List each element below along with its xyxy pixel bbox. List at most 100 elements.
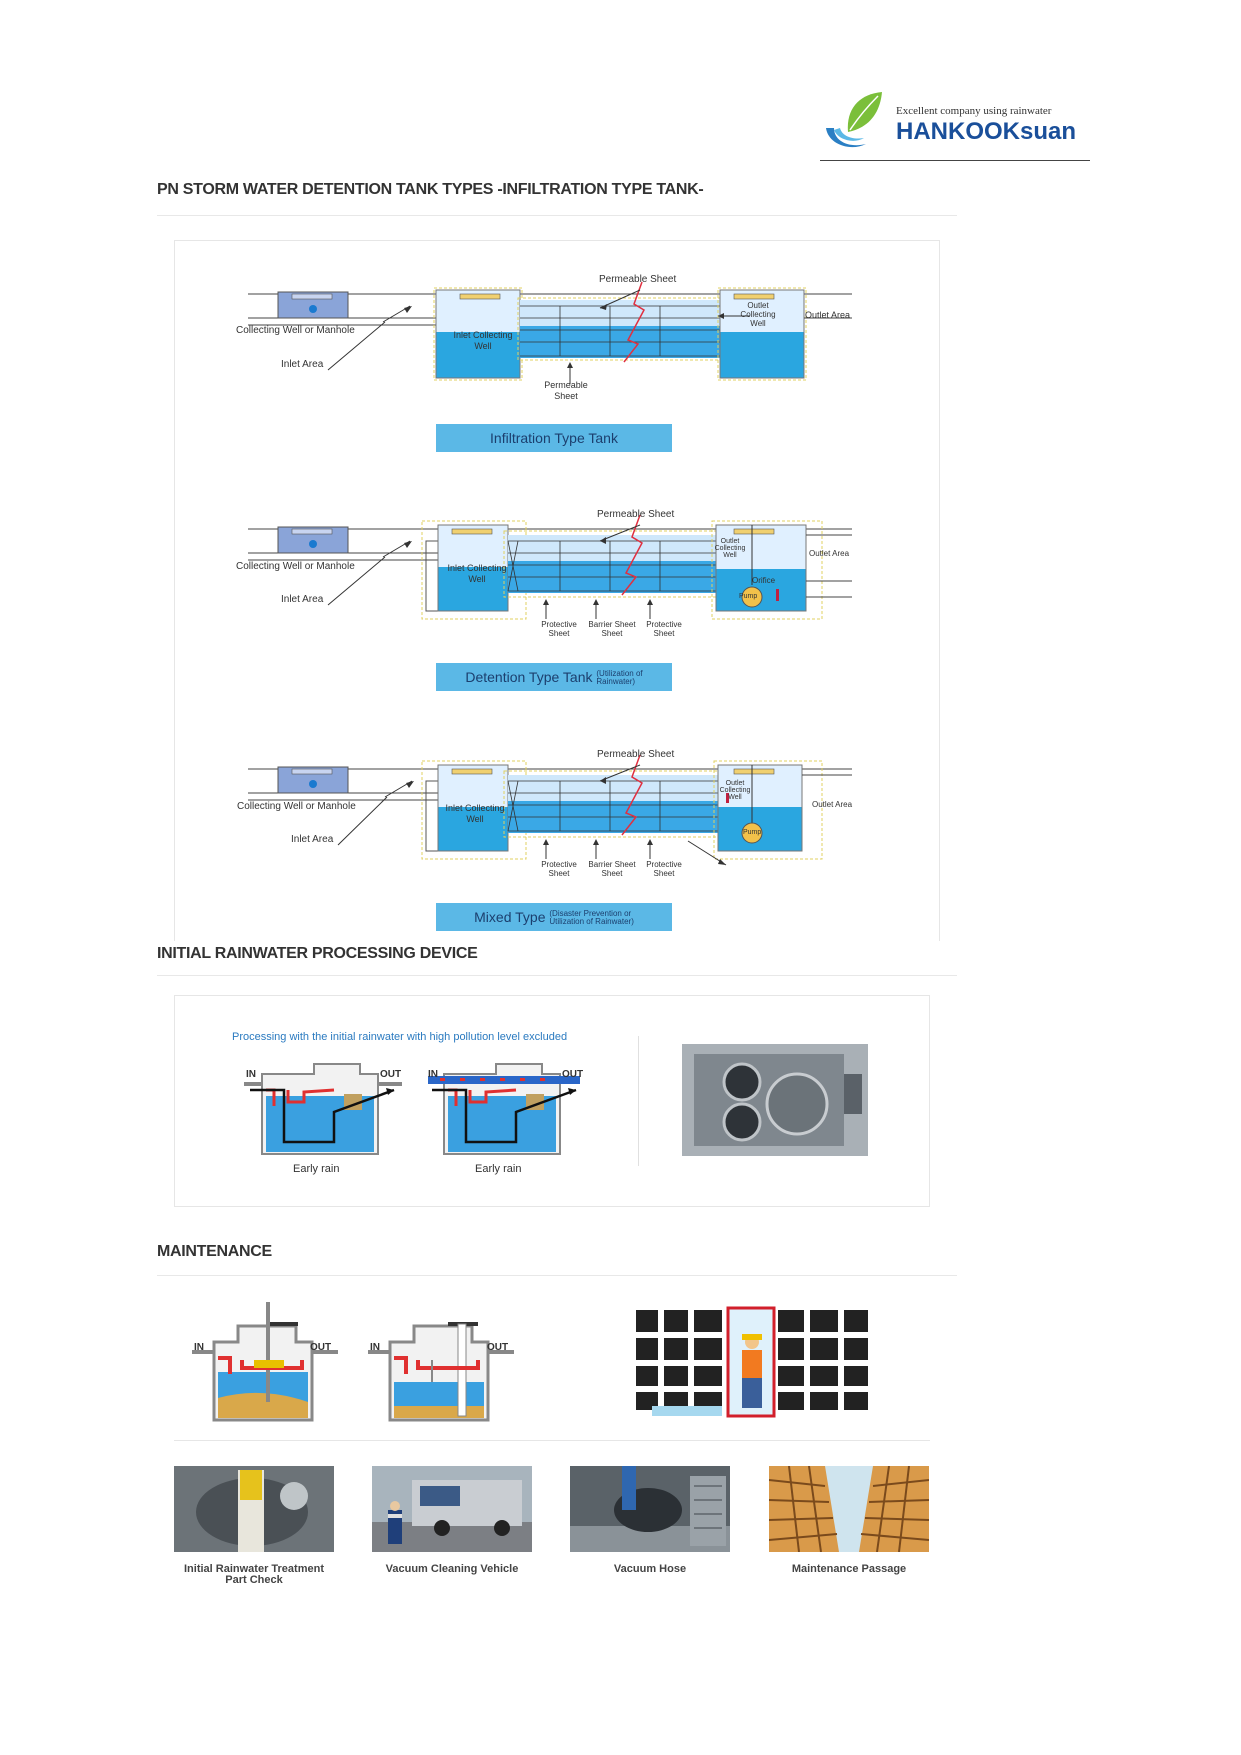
photo-maintenance-passage [769, 1466, 929, 1552]
early-rain-label-left: Early rain [293, 1163, 340, 1175]
outlet-well-line-2: Collecting [714, 545, 746, 552]
maintenance-diagram-left [192, 1302, 338, 1422]
mixed-type-diagram [248, 754, 852, 866]
barrier-line-1: Barrier Sheet [588, 860, 636, 869]
detention-tank-diagram [248, 514, 852, 620]
early-rain-label-right: Early rain [475, 1163, 522, 1175]
note-line-1: (Utilization of [596, 669, 643, 679]
section-title-tank-types: PN STORM WATER DETENTION TANK TYPES -INF… [157, 181, 704, 198]
logo-mark-icon [826, 92, 882, 148]
inlet-well-line-1: Inlet Collecting [445, 803, 505, 813]
label-outlet-area: Outlet Area [805, 310, 851, 320]
early-rain-diagram-right [428, 1063, 580, 1155]
inlet-well-line-2: Well [468, 574, 486, 584]
caption-line-2: Part Check [225, 1574, 283, 1586]
logo: Excellent company using rainwater HANKOO… [820, 88, 1090, 164]
protective-left-line-1: Protective [541, 860, 577, 869]
divider [157, 215, 957, 216]
label-pump: Pump [743, 829, 762, 836]
label-collecting-well: Collecting Well or Manhole [237, 801, 356, 812]
label-permeable-sheet-bottom: Permeable Sheet [536, 380, 596, 402]
label-collecting-well: Collecting Well or Manhole [236, 561, 355, 572]
device-photo [682, 1044, 868, 1156]
protective-left-line-2: Sheet [548, 869, 570, 878]
note-line-2: Utilization of Rainwater) [549, 917, 634, 927]
outlet-well-line-3: Well [723, 552, 737, 559]
permeable-bottom-line-1: Permeable [544, 380, 588, 390]
label-in: IN [194, 1342, 204, 1353]
permeable-bottom-line-2: Sheet [554, 391, 578, 401]
barrier-line-2: Sheet [601, 869, 623, 878]
outlet-well-line-3: Well [750, 319, 766, 328]
section-title-maintenance: MAINTENANCE [157, 1243, 272, 1260]
label-inlet-collecting-well: Inlet Collecting Well [438, 803, 512, 825]
photo-caption-hose: Vacuum Hose [560, 1564, 740, 1575]
outlet-well-line-2: Collecting [740, 310, 776, 319]
photo-caption-vehicle: Vacuum Cleaning Vehicle [362, 1564, 542, 1575]
photo-vacuum-hose [570, 1466, 730, 1552]
protective-right-line-1: Protective [646, 860, 682, 869]
logo-name-a: HANKOOK [896, 118, 1020, 145]
label-inlet-collecting-well: Inlet Collecting Well [440, 563, 514, 585]
label-inlet-area: Inlet Area [281, 594, 324, 605]
label-inlet-area: Inlet Area [291, 834, 334, 845]
label-out: OUT [487, 1342, 509, 1353]
label-pump: Pump [739, 593, 758, 600]
logo-name: HANKOOKsuan [896, 118, 1076, 146]
label-orifice: Orifice [752, 576, 776, 585]
caption-detention-main: Detention Type Tank [465, 669, 593, 685]
protective-right-line-1: Protective [646, 620, 682, 629]
label-out: OUT [380, 1069, 402, 1080]
photo-treatment-part-check [174, 1466, 334, 1552]
maintenance-diagram-right [368, 1322, 514, 1422]
barrier-line-2: Sheet [601, 629, 623, 638]
inlet-well-line-2: Well [474, 341, 492, 351]
label-out: OUT [562, 1069, 584, 1080]
barrier-line-1: Barrier Sheet [588, 620, 636, 629]
label-outlet-collecting-well: Outlet Collecting Well [715, 780, 755, 801]
label-protective-sheet-right: Protective Sheet [641, 620, 687, 638]
label-permeable-sheet-top: Permeable Sheet [597, 749, 675, 760]
label-outlet-area: Outlet Area [809, 549, 850, 558]
outlet-well-line-1: Outlet [720, 538, 740, 545]
label-protective-sheet-right: Protective Sheet [641, 860, 687, 878]
logo-underline [820, 160, 1090, 161]
outlet-well-line-3: Well [728, 794, 742, 801]
inlet-well-line-1: Inlet Collecting [447, 563, 507, 573]
note-line-1: (Disaster Prevention or [549, 909, 632, 919]
label-protective-sheet-left: Protective Sheet [536, 620, 582, 638]
section-title-processing: INITIAL RAINWATER PROCESSING DEVICE [157, 945, 478, 962]
label-outlet-area: Outlet Area [812, 800, 853, 809]
caption-line-1: Vacuum Cleaning Vehicle [385, 1563, 519, 1575]
label-barrier-sheet: Barrier Sheet Sheet [584, 860, 640, 878]
outlet-well-line-1: Outlet [747, 301, 769, 310]
protective-right-line-2: Sheet [653, 869, 675, 878]
inlet-well-line-2: Well [466, 814, 484, 824]
label-inlet-area: Inlet Area [281, 359, 324, 370]
caption-mixed-main: Mixed Type [474, 909, 546, 925]
label-permeable-sheet-top: Permeable Sheet [597, 509, 675, 520]
outlet-well-line-1: Outlet [725, 780, 745, 787]
label-barrier-sheet: Barrier Sheet Sheet [584, 620, 640, 638]
caption-line-1: Initial Rainwater Treatment [184, 1563, 324, 1575]
photo-caption-treatment: Initial Rainwater Treatment Part Check [164, 1564, 344, 1586]
divider [174, 1440, 930, 1441]
logo-tagline: Excellent company using rainwater [896, 105, 1052, 117]
label-in: IN [370, 1342, 380, 1353]
caption-line-1: Vacuum Hose [613, 1563, 687, 1575]
processing-headline: Processing with the initial rainwater wi… [232, 1031, 568, 1043]
protective-left-line-1: Protective [541, 620, 577, 629]
divider [157, 1275, 957, 1276]
maintenance-passage-diagram [632, 1306, 872, 1418]
photo-caption-passage: Maintenance Passage [759, 1564, 939, 1575]
caption-infiltration-type-tank: Infiltration Type Tank [436, 424, 672, 452]
early-rain-diagram-left [244, 1063, 402, 1155]
label-protective-sheet-left: Protective Sheet [536, 860, 582, 878]
label-outlet-collecting-well: Outlet Collecting Well [710, 538, 750, 559]
label-outlet-collecting-well: Outlet Collecting Well [738, 301, 778, 328]
outlet-well-line-2: Collecting [719, 787, 751, 794]
label-out: OUT [310, 1342, 332, 1353]
note-line-2: Rainwater) [596, 677, 636, 687]
